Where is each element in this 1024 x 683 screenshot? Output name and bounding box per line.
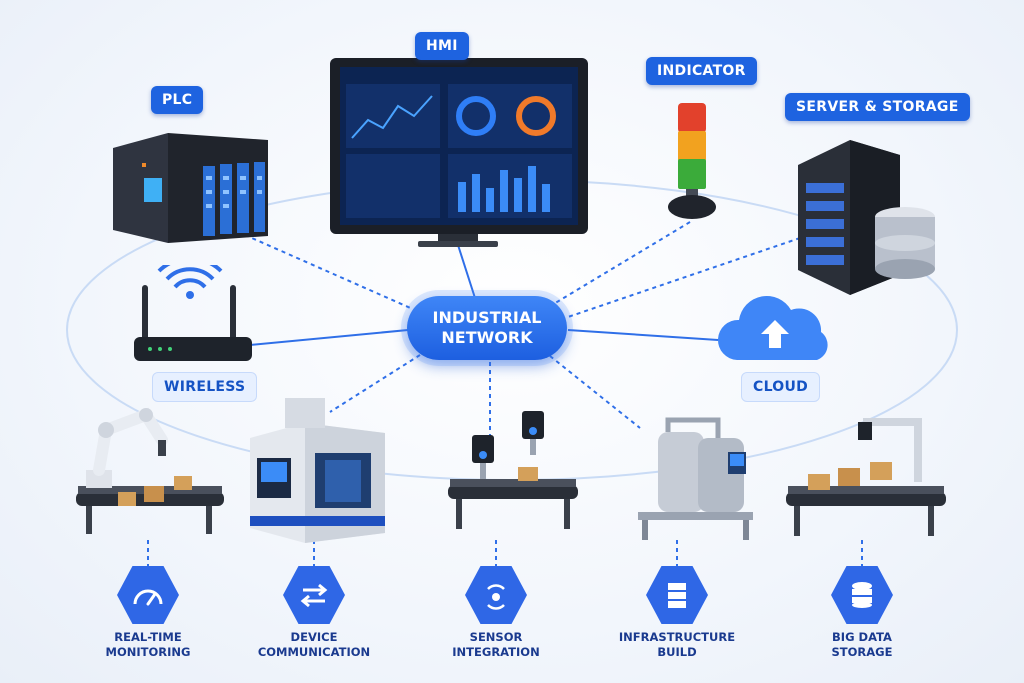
plc-label: PLC [151, 86, 204, 114]
database-icon [852, 582, 872, 608]
server-storage-label: SERVER & STORAGE [785, 93, 970, 121]
caption-infrastructure-build: INFRASTRUCTURE BUILD [602, 630, 752, 660]
caption-line: INTEGRATION [452, 645, 540, 659]
plc-device [113, 133, 268, 243]
link-wireless [249, 329, 409, 346]
server-storage [798, 140, 935, 295]
link-plc [244, 234, 416, 311]
indicator-light [668, 103, 716, 219]
cnc-machine [250, 398, 385, 543]
link-infra [549, 355, 641, 429]
realtime-monitoring-badge [117, 566, 179, 624]
caption-line: BIG DATA [832, 630, 892, 644]
hub-line-2: NETWORK [441, 328, 533, 347]
caption-line: REAL-TIME [114, 630, 182, 644]
robot-arm-conveyor [76, 407, 224, 534]
wireless-label: WIRELESS [152, 372, 258, 402]
server-rack-icon [668, 583, 686, 608]
sensor-conveyor [448, 411, 578, 529]
cloud-icon [717, 295, 828, 360]
link-server [564, 237, 801, 319]
caption-line: COMMUNICATION [257, 645, 371, 659]
hmi-label: HMI [415, 32, 469, 60]
wireless-router [134, 265, 252, 361]
sensor-icon [487, 584, 505, 610]
cloud-label: CLOUD [741, 372, 821, 402]
gauge-icon [133, 589, 163, 606]
link-hmi [457, 244, 476, 299]
caption-line: STORAGE [831, 645, 893, 659]
caption-line: DEVICE [290, 630, 338, 644]
industrial-network-hub: INDUSTRIAL NETWORK [407, 296, 567, 360]
caption-device-communication: DEVICE COMMUNICATION [239, 630, 389, 660]
caption-line: INFRASTRUCTURE [618, 630, 736, 644]
caption-sensor-integration: SENSOR INTEGRATION [421, 630, 571, 660]
link-indicator [551, 221, 691, 306]
hmi-monitor [330, 58, 588, 247]
caption-line: MONITORING [105, 645, 191, 659]
hub-line-1: INDUSTRIAL [432, 308, 542, 327]
swap-arrows-icon [300, 583, 328, 608]
caption-line: BUILD [657, 645, 697, 659]
box-conveyor [786, 418, 946, 536]
link-cnc [329, 354, 421, 413]
indicator-label: INDICATOR [646, 57, 757, 85]
caption-realtime-monitoring: REAL-TIME MONITORING [73, 630, 223, 660]
caption-big-data-storage: BIG DATA STORAGE [787, 630, 937, 660]
link-cloud [567, 329, 719, 341]
device-communication-badge [283, 566, 345, 624]
caption-line: SENSOR [469, 630, 523, 644]
infrastructure-tanks [638, 417, 753, 540]
